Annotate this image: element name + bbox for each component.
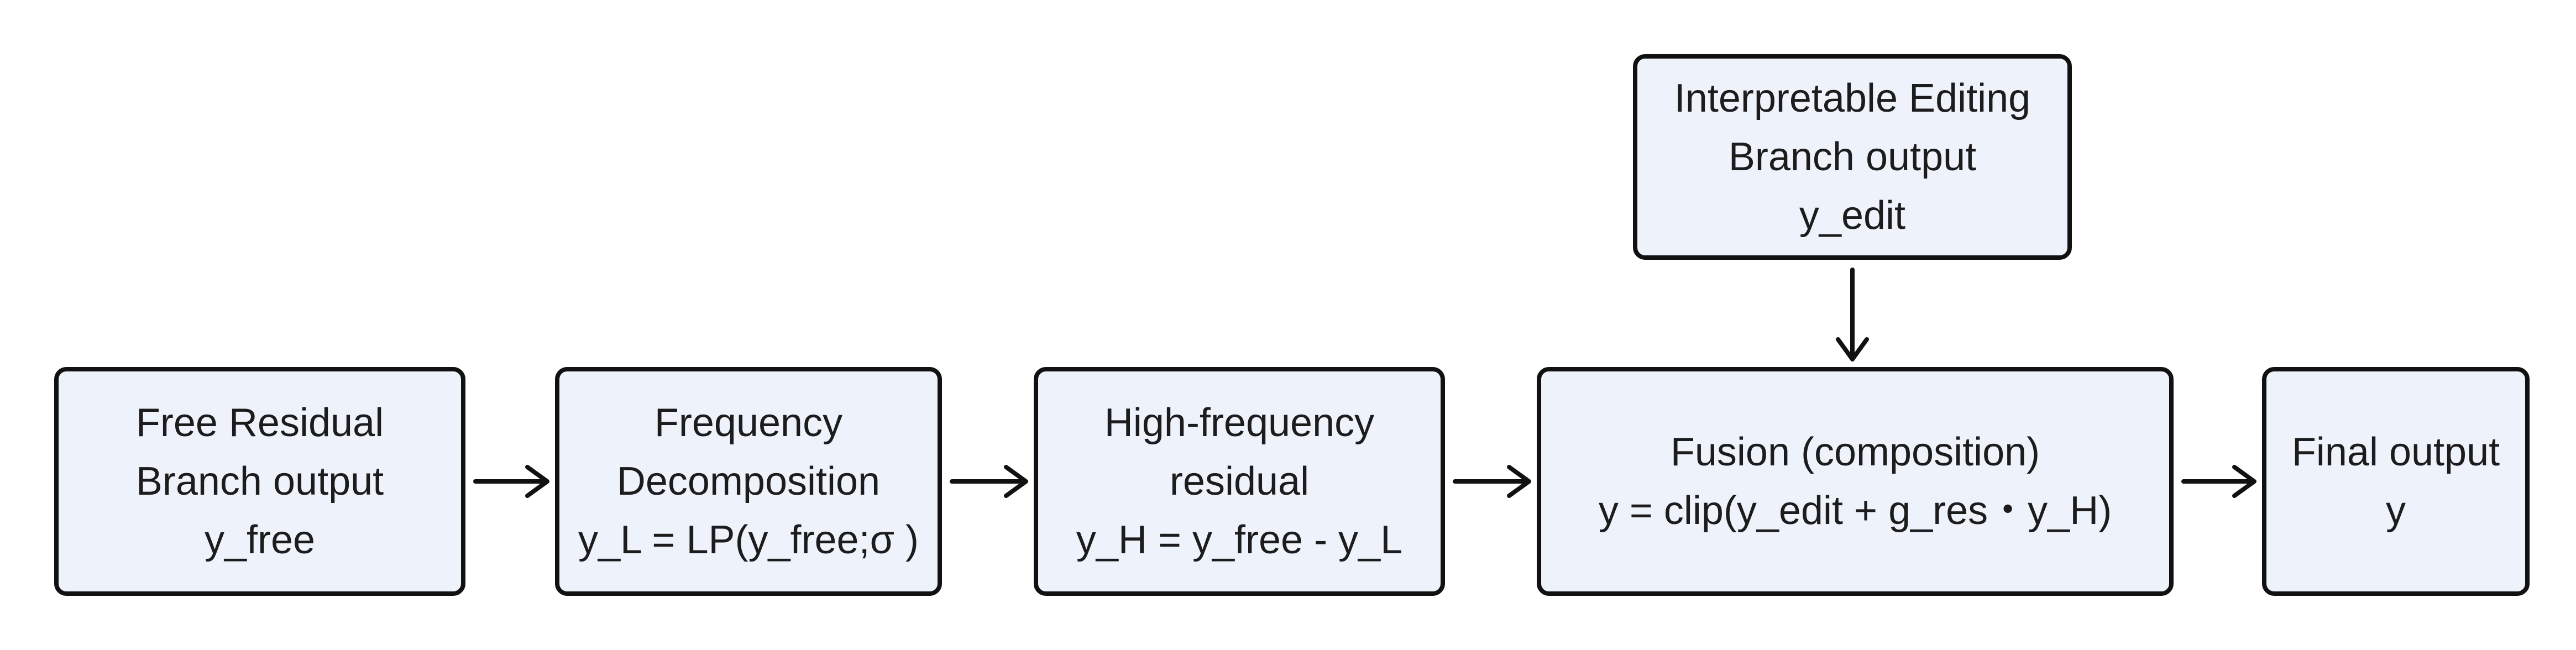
free-residual-line2: Branch output	[135, 459, 384, 504]
free-residual-branch-node: Free Residual Branch output y_free	[54, 367, 465, 596]
frequency-decomposition-node: Frequency Decomposition y_L = LP(y_free;…	[555, 367, 942, 596]
frequency-decomposition-line2: Decomposition	[616, 459, 881, 504]
frequency-decomposition-line1: Frequency	[654, 401, 843, 445]
high-frequency-residual-line2: residual	[1169, 459, 1310, 504]
final-output-node: Final output y	[2262, 367, 2530, 596]
frequency-decomposition-line3: y_L = LP(y_free;σ )	[578, 518, 919, 562]
final-output-line1: Final output	[2291, 430, 2500, 474]
interpretable-editing-branch-node: Interpretable Editing Branch output y_ed…	[1633, 54, 2072, 260]
fusion-line1: Fusion (composition)	[1670, 430, 2040, 474]
arrow-hf-to-fusion	[1453, 465, 1531, 498]
arrow-freq-to-hf	[950, 465, 1028, 498]
interpretable-editing-line2: Branch output	[1728, 135, 1977, 179]
arrow-free-to-freq	[473, 465, 549, 498]
high-frequency-residual-line3: y_H = y_free - y_L	[1076, 518, 1403, 562]
free-residual-line3: y_free	[204, 518, 316, 562]
final-output-line2: y	[2386, 489, 2406, 533]
free-residual-line1: Free Residual	[135, 401, 384, 445]
arrow-edit-to-fusion	[1836, 268, 1869, 361]
high-frequency-residual-node: High-frequency residual y_H = y_free - y…	[1034, 367, 1445, 596]
interpretable-editing-line3: y_edit	[1799, 193, 1906, 238]
fusion-line2: y = clip(y_edit + g_res・y_H)	[1598, 489, 2112, 533]
arrow-fusion-to-final	[2181, 465, 2256, 498]
interpretable-editing-line1: Interpretable Editing	[1674, 76, 2031, 120]
fusion-node: Fusion (composition) y = clip(y_edit + g…	[1537, 367, 2174, 596]
high-frequency-residual-line1: High-frequency	[1104, 401, 1375, 445]
